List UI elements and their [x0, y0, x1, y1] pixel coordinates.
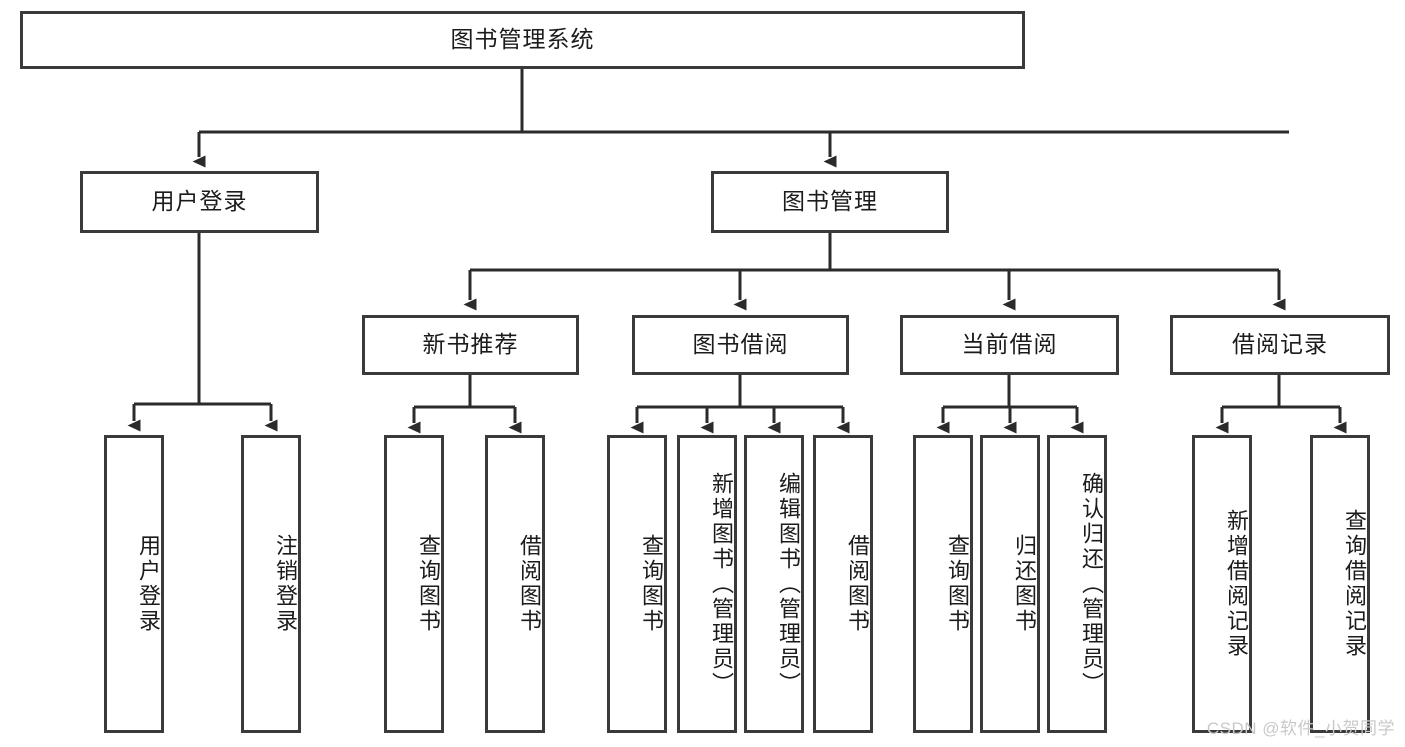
- node-leaf-query-borrow-record[interactable]: 查询借阅记录: [1310, 435, 1370, 733]
- node-leaf-add-borrow-record[interactable]: 新增借阅记录: [1192, 435, 1252, 733]
- node-label: 图书管理: [782, 188, 878, 215]
- node-label: 查询借阅记录: [1342, 509, 1367, 659]
- node-label: 编辑图书（管理员）: [776, 471, 801, 697]
- node-label: 当前借阅: [961, 331, 1058, 358]
- node-label: 图书管理系统: [450, 26, 595, 53]
- node-label: 用户登录: [136, 534, 161, 634]
- node-leaf-user-login[interactable]: 用户登录: [104, 435, 164, 733]
- node-leaf-borrow-book-recommend[interactable]: 借阅图书: [485, 435, 545, 733]
- node-leaf-borrow-book[interactable]: 借阅图书: [813, 435, 873, 733]
- node-label: 借阅图书: [517, 534, 542, 634]
- node-label: 借阅记录: [1232, 331, 1328, 358]
- node-leaf-add-book-admin[interactable]: 新增图书（管理员）: [677, 435, 737, 733]
- node-label: 查询图书: [416, 534, 441, 634]
- node-label: 用户登录: [151, 188, 248, 215]
- node-root-book-management-system[interactable]: 图书管理系统: [20, 11, 1025, 69]
- node-label: 注销登录: [273, 534, 298, 634]
- node-borrow-record[interactable]: 借阅记录: [1170, 315, 1390, 375]
- node-user-login[interactable]: 用户登录: [80, 171, 319, 233]
- node-leaf-query-book-borrow[interactable]: 查询图书: [607, 435, 667, 733]
- node-label: 新书推荐: [422, 331, 519, 358]
- node-book-management[interactable]: 图书管理: [711, 171, 949, 233]
- node-book-borrow[interactable]: 图书借阅: [632, 315, 849, 375]
- node-leaf-query-book-current[interactable]: 查询图书: [913, 435, 973, 733]
- csdn-watermark: CSDN @软件_小贺同学: [1206, 719, 1395, 738]
- node-label: 新增借阅记录: [1224, 509, 1249, 659]
- node-new-book-recommend[interactable]: 新书推荐: [362, 315, 579, 375]
- node-label: 归还图书: [1012, 534, 1037, 634]
- node-label: 新增图书（管理员）: [709, 471, 734, 697]
- node-leaf-return-book[interactable]: 归还图书: [980, 435, 1040, 733]
- node-current-borrow[interactable]: 当前借阅: [900, 315, 1119, 375]
- node-label: 查询图书: [945, 534, 970, 634]
- node-leaf-query-book-recommend[interactable]: 查询图书: [384, 435, 444, 733]
- node-label: 确认归还（管理员）: [1079, 471, 1104, 697]
- node-label: 借阅图书: [845, 534, 870, 634]
- node-leaf-logout[interactable]: 注销登录: [241, 435, 301, 733]
- node-leaf-edit-book-admin[interactable]: 编辑图书（管理员）: [744, 435, 804, 733]
- node-leaf-confirm-return-admin[interactable]: 确认归还（管理员）: [1047, 435, 1107, 733]
- node-label: 图书借阅: [692, 331, 789, 358]
- node-label: 查询图书: [639, 534, 664, 634]
